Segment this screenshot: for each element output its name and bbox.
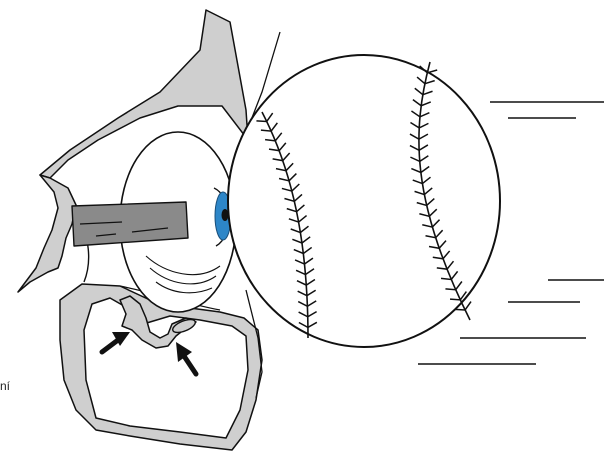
fracture-arrow-icon xyxy=(176,342,196,374)
medial-orbital-wall xyxy=(18,175,76,292)
caption-fragment: ní xyxy=(0,380,10,392)
arrow-shaft-right xyxy=(184,356,196,374)
baseball xyxy=(228,55,500,347)
fracture-arrow-icon xyxy=(102,332,130,352)
arrow-shaft-left xyxy=(102,340,118,352)
